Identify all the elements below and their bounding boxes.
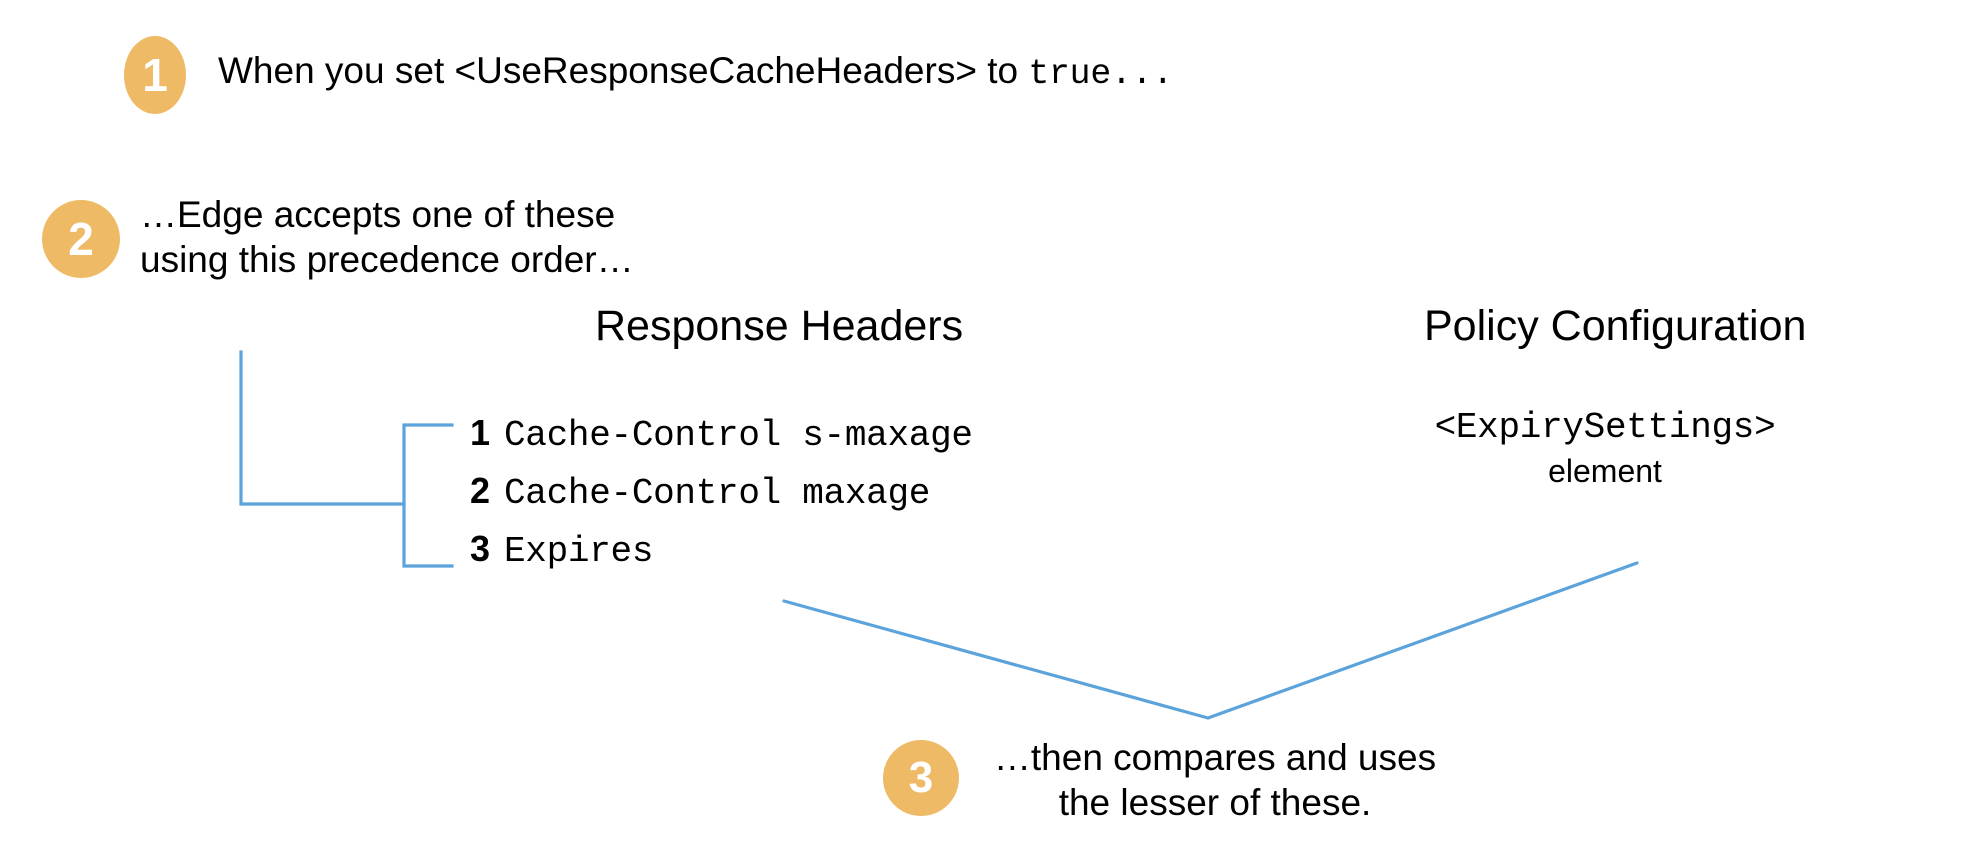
- step-3-text-line-1: …then compares and uses: [993, 737, 1437, 778]
- precedence-rank: 1: [470, 412, 491, 453]
- step-2-callout-text: …Edge accepts one of these using this pr…: [140, 194, 634, 281]
- precedence-bracket: [402, 423, 454, 568]
- policy-configuration-heading: Policy Configuration: [1424, 302, 1807, 350]
- precedence-list-item: 2 Cache-Control maxage: [470, 470, 973, 528]
- step-3-callout-text: …then compares and uses the lesser of th…: [980, 735, 1450, 825]
- policy-configuration-block: <ExpirySettings> element: [1380, 405, 1830, 493]
- step-1-callout-text: When you set <UseResponseCacheHeaders> t…: [218, 52, 1173, 93]
- step-badge-3-number: 3: [908, 753, 934, 802]
- step2-stem-line: [239, 350, 406, 506]
- step-3-text-line-2: the lesser of these.: [1058, 782, 1372, 824]
- policy-element-name: <ExpirySettings>: [1434, 407, 1776, 448]
- comparison-vee-right-line: [1206, 561, 1639, 720]
- precedence-list-item: 1 Cache-Control s-maxage: [470, 412, 973, 470]
- precedence-value: Cache-Control maxage: [504, 473, 931, 514]
- step-1-text-value: true...: [1028, 55, 1173, 94]
- step-badge-2: 2: [42, 200, 120, 278]
- precedence-list-item: 3 Expires: [470, 528, 973, 586]
- precedence-value: Cache-Control s-maxage: [504, 415, 973, 456]
- precedence-rank: 3: [470, 528, 491, 569]
- precedence-value: Expires: [504, 531, 654, 572]
- step-badge-2-number: 2: [68, 213, 94, 265]
- step-1-text-lead: When you set <UseResponseCacheHeaders> t…: [218, 50, 1029, 91]
- response-headers-heading: Response Headers: [595, 302, 964, 350]
- comparison-vee-left-line: [782, 599, 1210, 720]
- precedence-rank: 2: [470, 470, 491, 511]
- precedence-list: 1 Cache-Control s-maxage 2 Cache-Control…: [470, 412, 973, 586]
- step-badge-1: 1: [124, 36, 186, 114]
- step-badge-1-number: 1: [142, 49, 168, 101]
- policy-element-word: element: [1548, 453, 1662, 489]
- step-badge-3: 3: [883, 740, 959, 816]
